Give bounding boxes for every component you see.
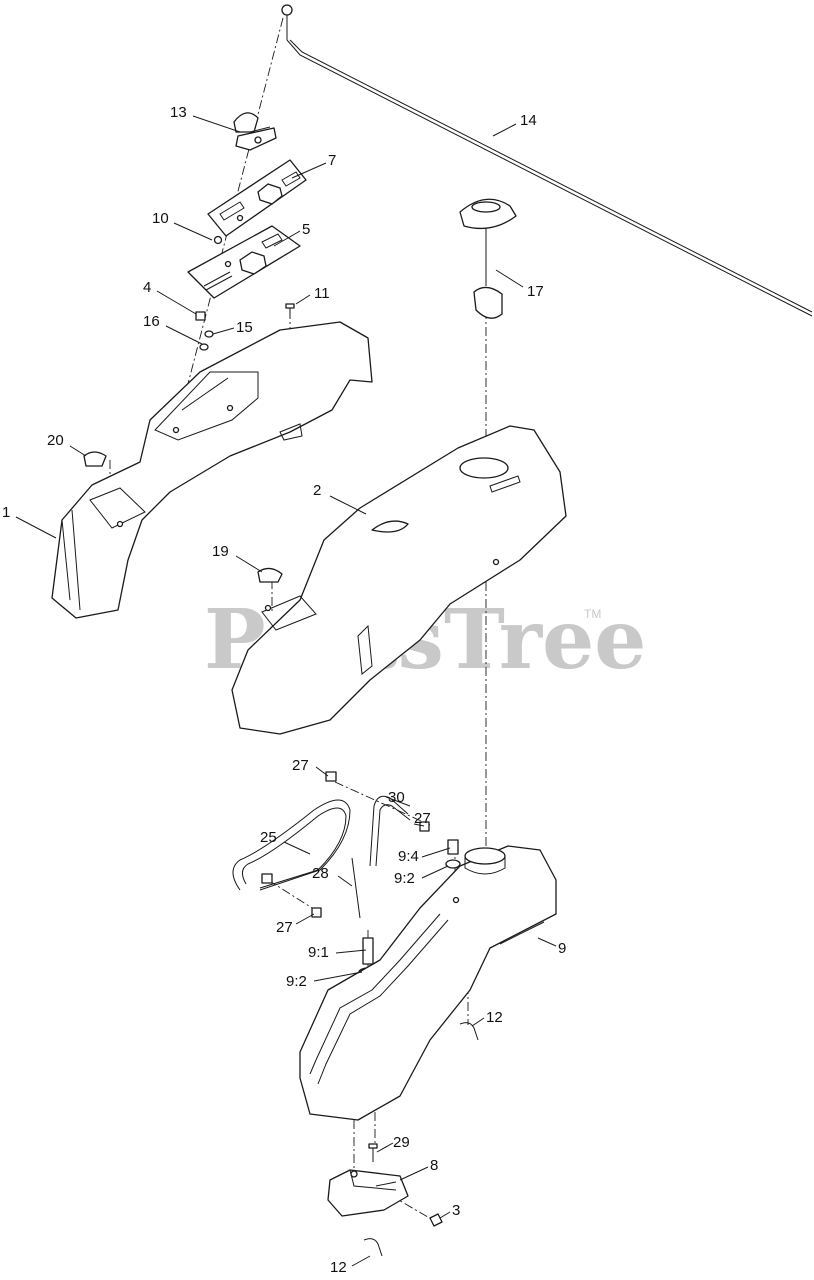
callout-9-4: 9:4 [398,848,419,865]
part-9-fuel-tank [299,845,557,1121]
callout-9: 9 [558,940,566,957]
callout-14: 14 [520,112,537,129]
callout-labels: 13 14 7 10 5 4 11 16 15 17 20 1 2 19 27 … [2,104,566,1276]
part-19-pad [257,567,283,583]
callout-27-top: 27 [292,757,309,774]
callout-13: 13 [170,104,187,121]
part-17-fuel-cap [459,198,517,319]
part-1-console [51,321,373,619]
hardware-bottom [363,1022,479,1257]
callout-27-low: 27 [276,919,293,936]
callout-29: 29 [393,1134,410,1151]
part-5-plate [207,159,307,237]
callout-28: 28 [312,865,329,882]
callout-16: 16 [143,313,160,330]
callout-4: 5 [302,221,310,238]
callout-20: 20 [47,432,64,449]
callout-7: 8 [430,1157,438,1174]
part-2-fender [231,425,567,735]
part-20-pad [83,451,107,467]
callout-19: 19 [212,543,229,560]
callout-8: 3 [452,1202,460,1219]
callout-25: 25 [260,829,277,846]
callout-15: 15 [236,319,253,336]
callout-11: 11 [314,285,330,302]
callout-leaders [15,115,557,1267]
watermark-trademark: TM [584,607,601,621]
part-14-rod [281,4,813,317]
part-25-hose [232,771,351,891]
callout-2: 2 [313,482,321,499]
callout-1: 1 [2,504,10,521]
callout-12-lower: 12 [330,1259,347,1276]
callout-3: 4 [143,279,151,296]
part-7-bracket [327,1169,409,1217]
callout-5: 7 [328,152,336,169]
callout-9-2-upper: 9:2 [394,870,415,887]
callout-9-1: 9:1 [308,944,329,961]
callout-12-upper: 12 [486,1009,503,1026]
callout-27-mid: 27 [414,810,431,827]
callout-9-2-lower: 9:2 [286,973,307,990]
part-13 [233,112,277,151]
callout-30: 30 [388,789,405,806]
part-4-panel [187,225,301,299]
callout-10: 10 [152,210,169,227]
callout-17: 17 [527,283,544,300]
